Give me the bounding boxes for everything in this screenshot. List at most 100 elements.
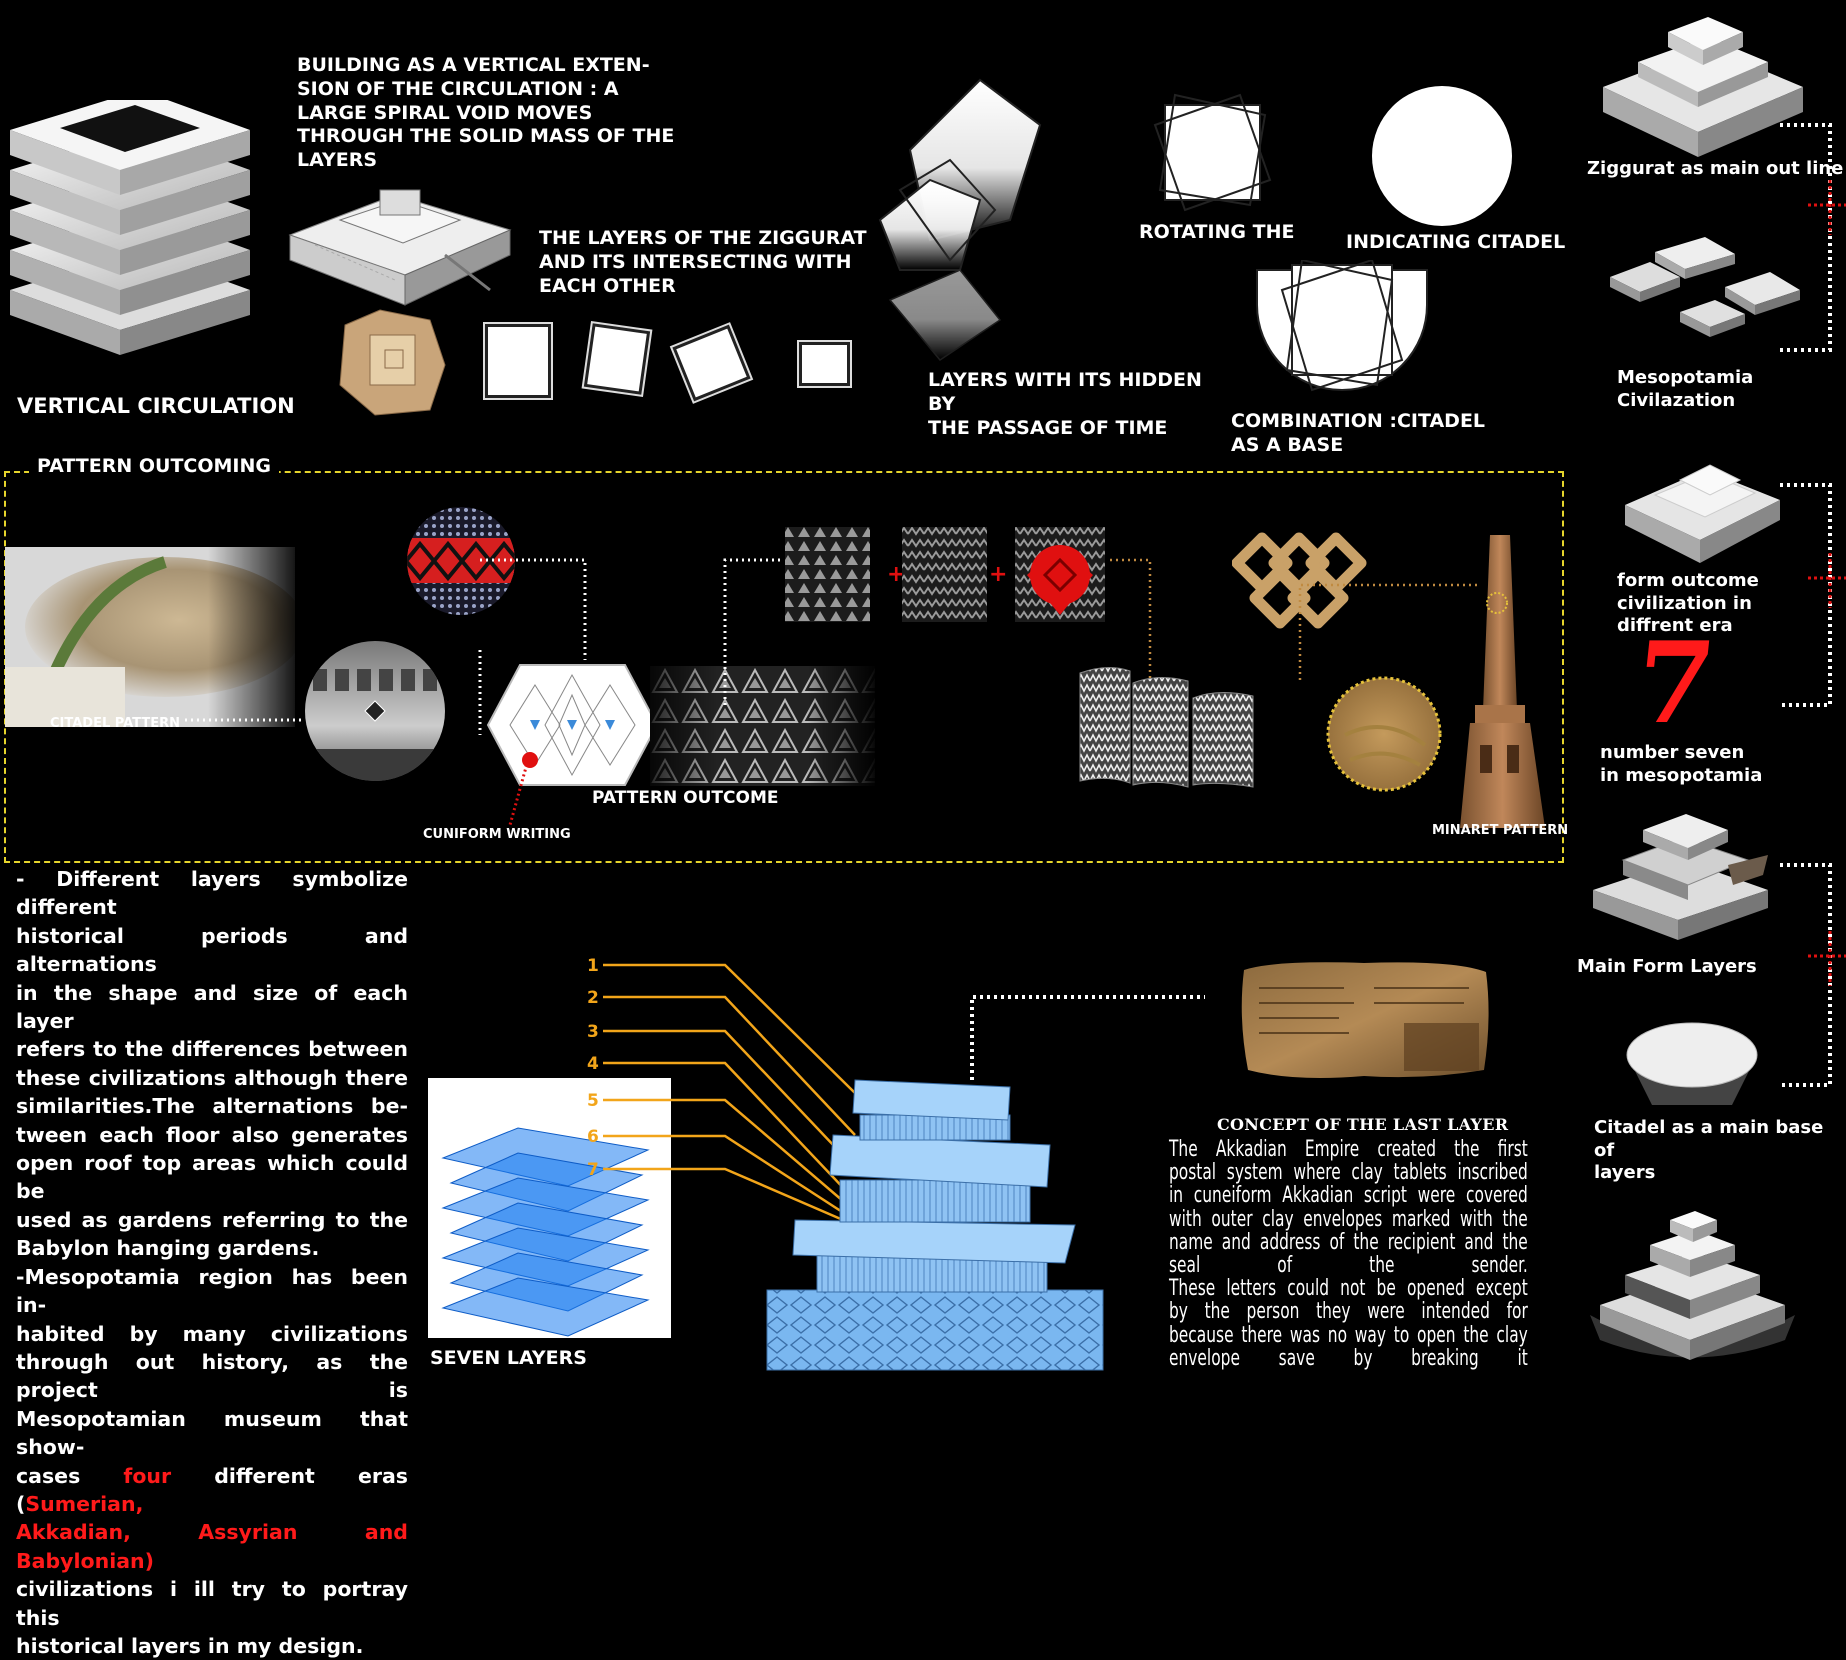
mesopotamia-civilization-label: Mesopotamia Civilazation xyxy=(1617,367,1753,412)
highlighted-text: four xyxy=(123,1463,172,1488)
svg-text:+: + xyxy=(887,562,905,587)
citadel-base-label: Citadel as a main base of layers xyxy=(1594,1117,1846,1185)
indicating-citadel-label: INDICATING CITADEL xyxy=(1346,231,1566,253)
paragraph-text: these civilizations although there xyxy=(16,1065,408,1090)
spiral-text-line: LARGE SPIRAL VOID MOVES xyxy=(297,101,593,124)
paragraph-text: Mesopotamian museum that show- xyxy=(16,1406,408,1460)
seven-layers-label: SEVEN LAYERS xyxy=(430,1347,587,1369)
museum-building-model xyxy=(766,1079,1104,1371)
paragraph-line: tween each floor also generates xyxy=(16,1121,408,1149)
paragraph-text: Babylon hanging gardens. xyxy=(16,1236,320,1261)
akkadian-text-line: The Akkadian Empire created the first xyxy=(1169,1137,1528,1162)
citadel-pattern-label: CITADEL PATTERN xyxy=(50,716,180,731)
paragraph-line: - Different layers symbolize different xyxy=(16,865,408,922)
citadel-wall-detail-circle xyxy=(305,641,445,781)
layer-leader-line xyxy=(603,1061,851,1196)
minaret-connector xyxy=(1298,583,1480,680)
curved-pattern-panels xyxy=(1079,667,1254,788)
akkadian-text-line: seal of the sender. xyxy=(1169,1253,1528,1279)
cuniform-writing-label: CUNIFORM WRITING xyxy=(423,827,571,842)
hidden-text-line: LAYERS WITH ITS HIDDEN BY xyxy=(928,369,1202,415)
paragraph-text: civilizations i ill try to portray this xyxy=(16,1577,408,1630)
meso-text-line: Mesopotamia xyxy=(1617,367,1754,388)
intersecting-layers-sketch xyxy=(878,78,1042,361)
paragraph-line: civilizations i ill try to portray this xyxy=(16,1575,408,1632)
akkadian-text-line: with outer clay envelopes marked with th… xyxy=(1169,1206,1528,1232)
combination-description: COMBINATION :CITADEL AS A BASE xyxy=(1231,410,1511,458)
square-layer-1 xyxy=(485,324,551,398)
citadel-base-disc-model xyxy=(1626,1022,1758,1105)
layers-text-line: EACH OTHER xyxy=(539,274,676,297)
pattern-outcome-label: PATTERN OUTCOME xyxy=(592,788,779,808)
hidden-by-time-description: LAYERS WITH ITS HIDDEN BY THE PASSAGE OF… xyxy=(928,369,1228,440)
paragraph-line: used as gardens referring to the xyxy=(16,1206,408,1234)
square-layer-3 xyxy=(672,324,751,402)
citadel-base-text-line: Citadel as a main base of xyxy=(1594,1117,1824,1161)
main-form-layers-model xyxy=(1593,814,1768,940)
paragraph-text: open roof top areas which could be xyxy=(16,1151,408,1204)
layer-number-4: 4 xyxy=(587,1054,599,1074)
paragraph-line: refers to the differences between xyxy=(16,1035,408,1063)
paragraph-text: cases xyxy=(16,1463,124,1488)
paragraph-line: Akkadian, Assyrian and Babylonian) xyxy=(16,1518,408,1575)
layer-plane xyxy=(441,1277,650,1337)
akkadian-text-line: in cuneiform Akkadian script were covere… xyxy=(1169,1183,1528,1209)
rotating-squares-sketch xyxy=(1153,93,1272,212)
paragraph-text: - Different layers symbolize different xyxy=(16,867,408,920)
number-seven-text-line: in mesopotamia xyxy=(1600,764,1763,786)
paragraph-text: historical periods and alternations xyxy=(16,923,408,977)
akkadian-text-line: These letters could not be opened except xyxy=(1169,1276,1528,1302)
paragraph-text: habited by many civilizations xyxy=(16,1321,408,1346)
paragraph-line: historical periods and alternations xyxy=(16,922,408,979)
layer-leader-line xyxy=(603,995,856,1136)
citadel-plan-sketch xyxy=(339,309,446,416)
paragraph-text: similarities.The alternations be- xyxy=(16,1094,408,1119)
spiral-text-line: THROUGH THE SOLID MASS OF THE xyxy=(297,125,675,148)
citadel-aerial-photo xyxy=(5,547,295,727)
paragraph-text: -Mesopotamia region has been in- xyxy=(16,1264,408,1318)
form-outcome-model xyxy=(1625,464,1780,563)
highlighted-text: Akkadian, Assyrian and Babylonian) xyxy=(16,1520,408,1573)
square-layer-4 xyxy=(799,342,850,386)
cuniform-pointer xyxy=(508,759,530,826)
form-outcome-text-line: form outcome xyxy=(1617,570,1759,591)
rotating-label: ROTATING THE xyxy=(1139,221,1295,243)
citadel-connector xyxy=(185,718,305,722)
ziggurat-sketch xyxy=(288,189,512,306)
concept-last-layer-title: CONCEPT OF THE LAST LAYER xyxy=(1217,1115,1509,1134)
layer-leader-line xyxy=(603,1167,851,1225)
layers-text-line: AND ITS INTERSECTING WITH xyxy=(539,250,852,273)
citadel-base-text-line: layers xyxy=(1594,1162,1656,1183)
pattern-strip xyxy=(650,666,875,786)
number-seven: 7 xyxy=(1629,618,1721,749)
minaret-photo xyxy=(1460,535,1545,828)
form-outcome-label: form outcome civilization in diffrent er… xyxy=(1617,570,1759,638)
square-layer-2 xyxy=(583,323,651,395)
pattern-tiles-row: + + xyxy=(785,527,1105,622)
mesopotamia-blocks-model xyxy=(1610,237,1800,337)
layer-leader-line xyxy=(603,1098,851,1208)
layer-leader-line xyxy=(603,1029,856,1169)
cuneiform-pattern-circle xyxy=(407,507,515,615)
layer-number-2: 2 xyxy=(587,988,599,1008)
svg-text:+: + xyxy=(989,562,1007,587)
layer-leader-line xyxy=(603,963,856,1094)
form-outcome-text-line: civilization in xyxy=(1617,592,1752,614)
vertical-circulation-layers-illustration xyxy=(10,100,250,355)
paragraph-line: Babylon hanging gardens. xyxy=(16,1234,408,1262)
paragraph-line: historical layers in my design. xyxy=(16,1632,408,1660)
spiral-text-line: LAYERS xyxy=(297,149,378,171)
akkadian-text-line: postal system where clay tablets inscrib… xyxy=(1169,1160,1528,1186)
hexagon-pattern-tile xyxy=(486,664,659,786)
akkadian-text-line: name and address of the recipient and th… xyxy=(1169,1229,1528,1255)
layer-number-5: 5 xyxy=(587,1091,599,1111)
hidden-text-line: THE PASSAGE OF TIME xyxy=(928,416,1168,439)
number-seven-text-line: number seven xyxy=(1600,742,1745,763)
highlighted-text: Sumerian, xyxy=(25,1491,144,1516)
paragraph-text: historical layers in my design. xyxy=(16,1633,364,1658)
minaret-detail-circle xyxy=(1326,676,1442,792)
combination-text-line: AS A BASE xyxy=(1231,433,1344,456)
vertical-circulation-label: VERTICAL CIRCULATION xyxy=(17,394,295,418)
paragraph-text: in the shape and size of each layer xyxy=(16,980,408,1034)
